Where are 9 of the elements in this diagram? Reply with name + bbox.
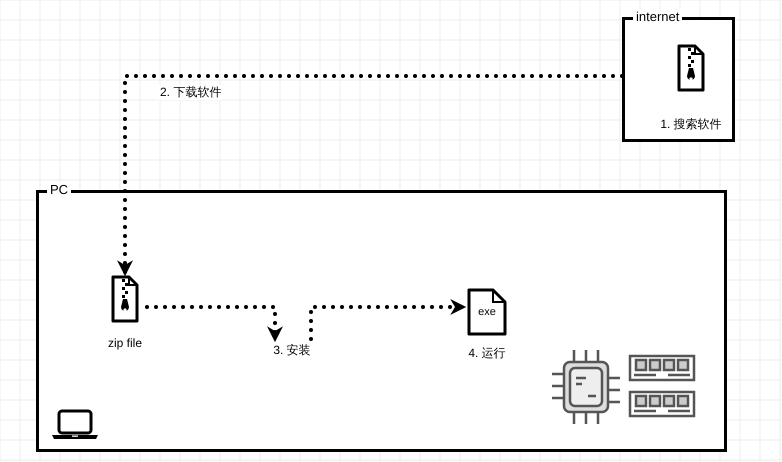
dotted-arrow — [145, 305, 283, 342]
icon-label: 4. 运行 — [467, 346, 507, 361]
edge-label: 2. 下载软件 — [158, 85, 224, 100]
dotted-arrow — [117, 74, 624, 276]
icon-label: 1. 搜索软件 — [659, 117, 723, 132]
dotted-arrow — [309, 299, 466, 341]
icon-label: zip file — [106, 336, 143, 351]
file-type-label: exe — [477, 305, 497, 320]
step-label: 3. 安装 — [259, 343, 325, 363]
